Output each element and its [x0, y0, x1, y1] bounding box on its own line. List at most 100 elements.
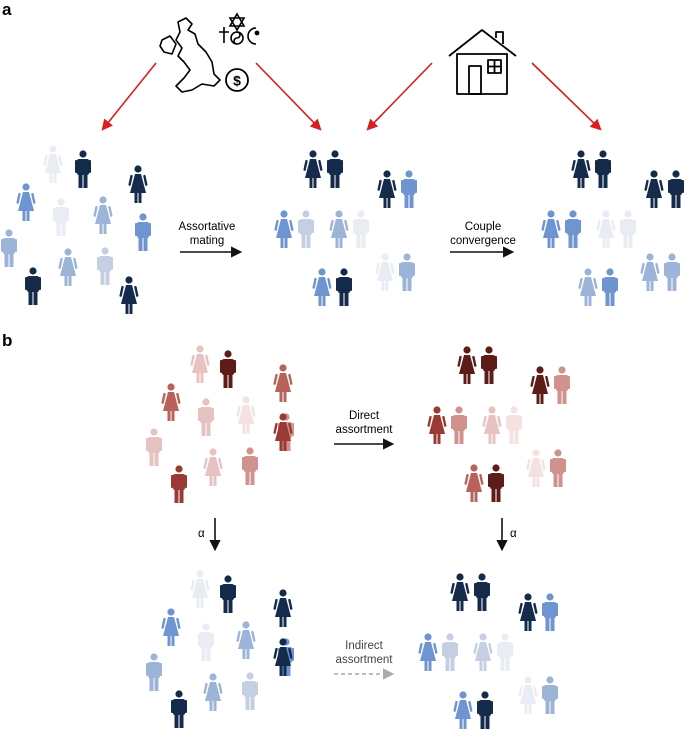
man-figure-3 [401, 170, 417, 208]
man-figure-3 [668, 170, 684, 208]
woman-figure-6 [596, 210, 616, 248]
man-figure-10 [171, 690, 187, 728]
house-icon [448, 29, 517, 95]
man-figure-1 [481, 346, 497, 384]
man-figure-1 [220, 350, 236, 388]
man-figure-9 [602, 268, 618, 306]
b-blue-population [146, 570, 294, 728]
couple-convergence-arrow: Couple convergence [450, 221, 516, 258]
man-figure-1 [220, 575, 236, 613]
woman-figure-8 [312, 268, 332, 306]
woman-figure-4 [541, 210, 561, 248]
woman-figure-2 [161, 608, 181, 646]
man-figure-9 [488, 464, 504, 502]
woman-figure-0 [190, 570, 210, 608]
man-figure-10 [25, 267, 41, 305]
woman-figure-11 [273, 413, 293, 451]
red-arrow-map-to-population [101, 62, 157, 131]
woman-figure-5 [236, 396, 256, 434]
woman-figure-11 [273, 638, 293, 676]
man-figure-7 [146, 653, 162, 691]
panel-b-label: b [2, 331, 12, 350]
woman-figure-10 [375, 253, 395, 291]
woman-figure-8 [203, 673, 223, 711]
man-figure-9 [242, 447, 258, 485]
man-figure-11 [399, 253, 415, 291]
woman-figure-3 [273, 364, 293, 402]
man-figure-6 [135, 213, 151, 251]
man-figure-4 [198, 623, 214, 661]
woman-figure-5 [236, 621, 256, 659]
man-figure-9 [477, 691, 493, 729]
dollar-coin-icon: $ [225, 68, 249, 92]
woman-figure-2 [377, 170, 397, 208]
man-figure-3 [554, 366, 570, 404]
woman-figure-10 [640, 253, 660, 291]
woman-figure-0 [457, 346, 477, 384]
man-figure-5 [451, 406, 467, 444]
convergence-label-2: convergence [450, 235, 516, 247]
man-figure-1 [595, 150, 611, 188]
alpha-label-right: α [510, 528, 517, 540]
direct-assortment-arrow: Direct assortment [334, 410, 395, 450]
woman-figure-5 [93, 196, 113, 234]
influence-arrows [101, 62, 602, 131]
b-random-population [146, 345, 294, 503]
man-figure-5 [442, 633, 458, 671]
svg-text:$: $ [233, 73, 241, 89]
uk-map-icon [159, 17, 221, 93]
woman-figure-2 [161, 383, 181, 421]
woman-figure-0 [450, 573, 470, 611]
man-figure-7 [497, 633, 513, 671]
man-figure-9 [97, 247, 113, 285]
indirect-label-1: Indirect [345, 640, 384, 652]
woman-figure-3 [273, 589, 293, 627]
woman-figure-10 [518, 676, 538, 714]
woman-figure-8 [203, 448, 223, 486]
a-converged-couples [541, 150, 684, 306]
man-figure-11 [542, 676, 558, 714]
woman-figure-8 [464, 464, 484, 502]
panel-a-label: a [2, 0, 12, 19]
woman-figure-2 [16, 183, 36, 221]
woman-figure-4 [427, 406, 447, 444]
people-figures [1, 145, 684, 729]
woman-figure-3 [128, 165, 148, 203]
b-direct-couples [427, 346, 570, 502]
direct-label-1: Direct [349, 410, 380, 422]
direct-label-2: assortment [336, 424, 394, 436]
man-figure-3 [542, 593, 558, 631]
woman-figure-0 [303, 150, 323, 188]
man-figure-5 [298, 210, 314, 248]
man-figure-7 [620, 210, 636, 248]
assortative-label-1: Assortative [179, 221, 236, 233]
indirect-assortment-arrow: Indirect assortment [334, 640, 395, 680]
woman-figure-8 [58, 248, 78, 286]
man-figure-7 [353, 210, 369, 248]
man-figure-11 [664, 253, 680, 291]
indirect-label-2: assortment [336, 654, 394, 666]
woman-figure-0 [43, 145, 63, 183]
alpha-label-left: α [198, 528, 205, 540]
woman-figure-4 [274, 210, 294, 248]
man-figure-4 [198, 398, 214, 436]
man-figure-7 [1, 229, 17, 267]
woman-figure-2 [530, 366, 550, 404]
woman-figure-10 [526, 449, 546, 487]
man-figure-5 [565, 210, 581, 248]
red-arrow-house-to-couples [366, 62, 433, 131]
woman-figure-8 [578, 268, 598, 306]
woman-figure-6 [329, 210, 349, 248]
man-figure-9 [336, 268, 352, 306]
woman-figure-0 [190, 345, 210, 383]
alpha-arrow-left: α [198, 518, 221, 552]
woman-figure-6 [473, 633, 493, 671]
man-figure-1 [474, 573, 490, 611]
man-figure-1 [327, 150, 343, 188]
woman-figure-11 [119, 276, 139, 314]
assortative-label-2: mating [190, 235, 225, 247]
religion-symbols-icon [219, 12, 260, 45]
a-assorted-couples [274, 150, 417, 306]
red-arrow-map-to-couples [255, 62, 322, 131]
